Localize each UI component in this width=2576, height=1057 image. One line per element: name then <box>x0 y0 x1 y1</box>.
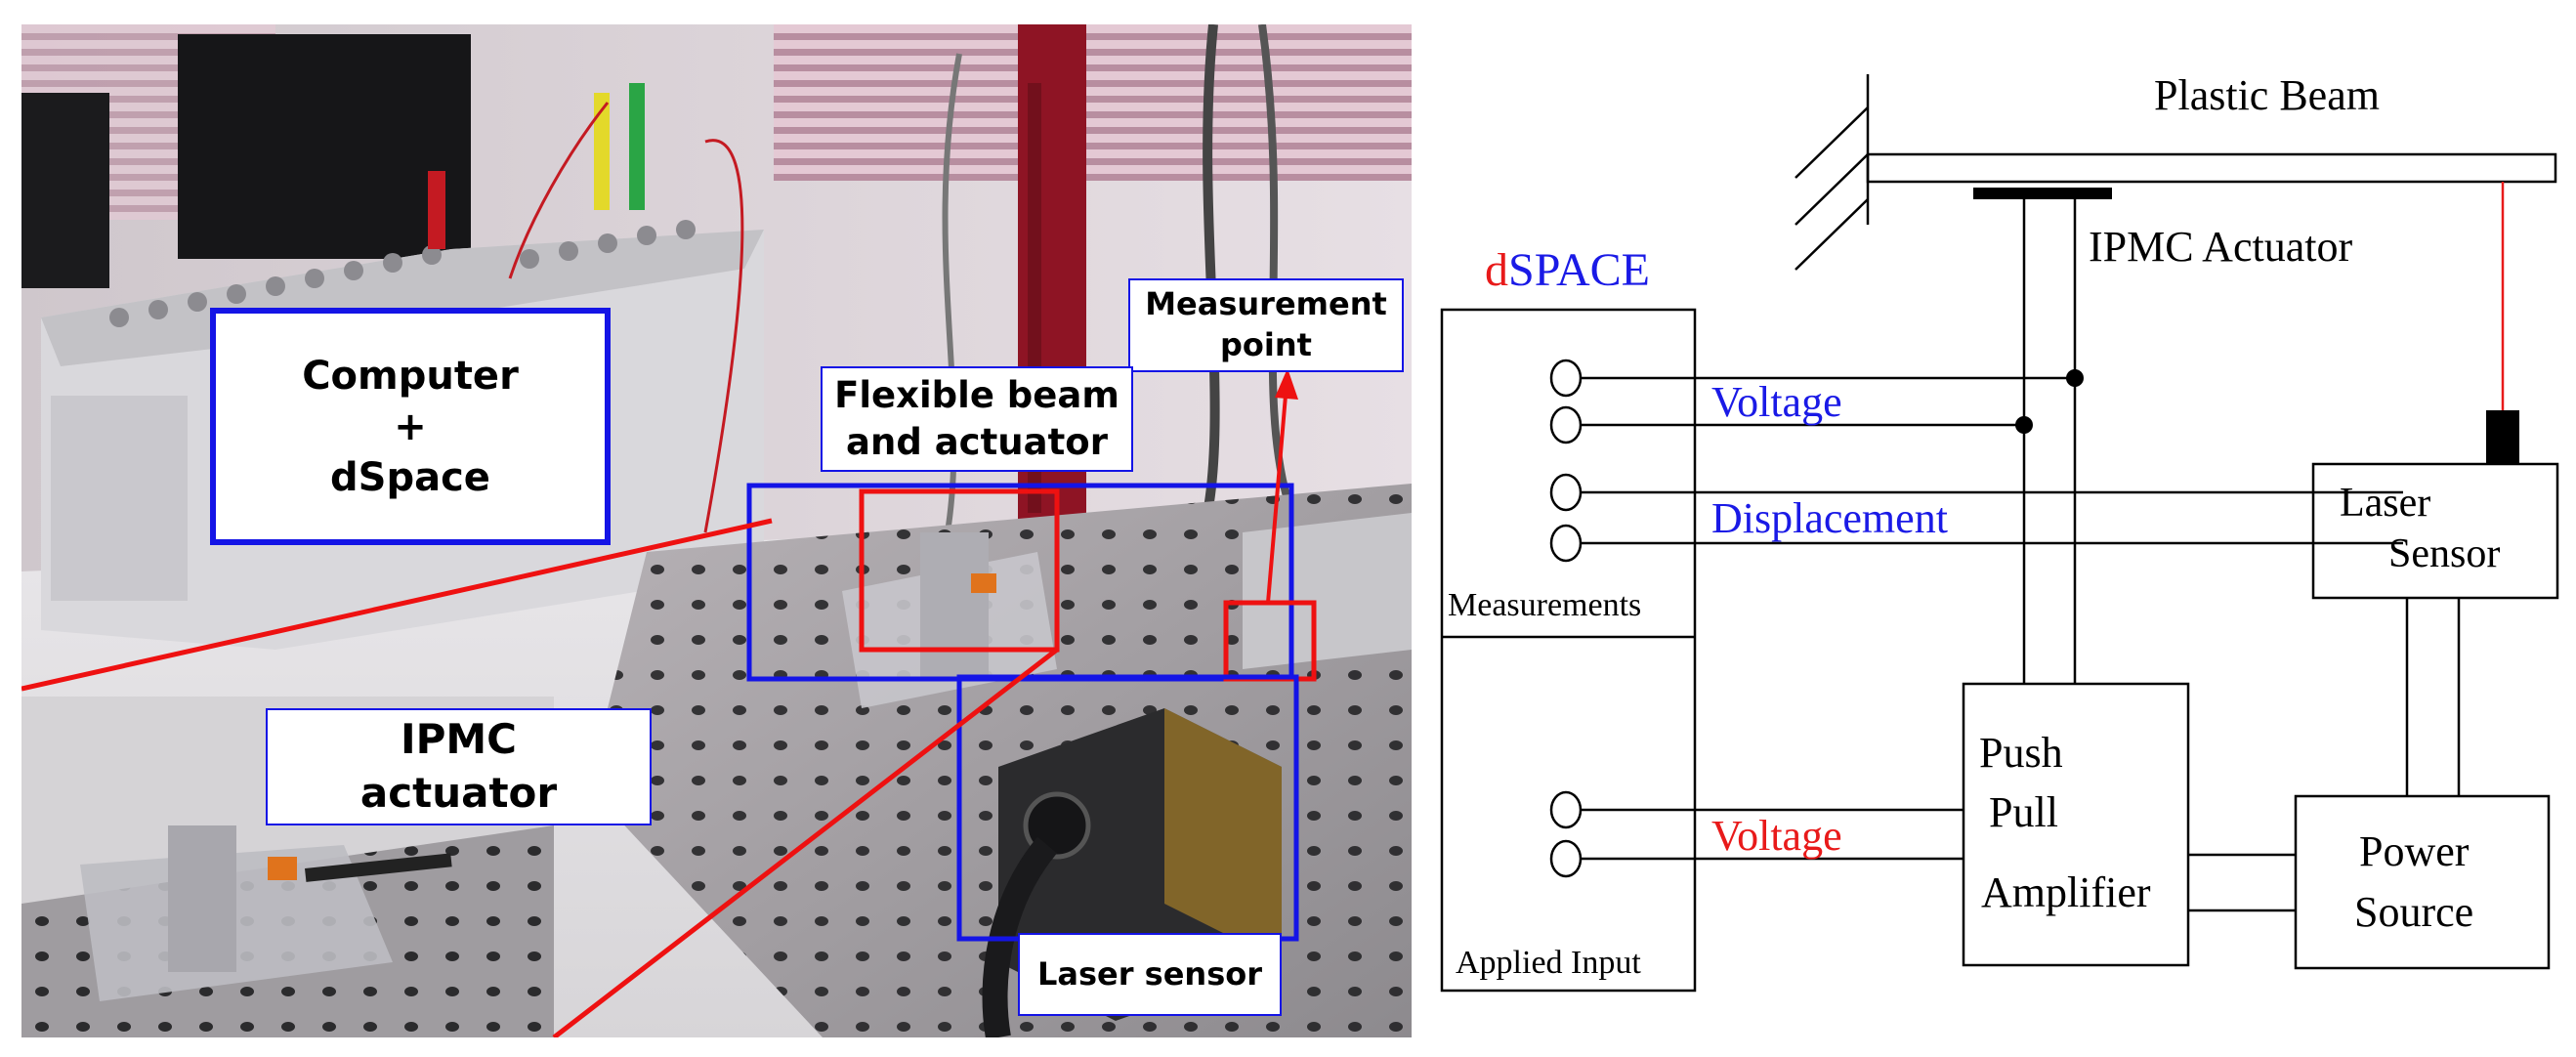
dspace-title-d: d <box>1485 244 1508 296</box>
monitor <box>178 34 471 259</box>
green-plug <box>629 83 645 210</box>
laser-sensor-box <box>2311 462 2559 600</box>
ipmc-actuator-label: IPMC actuator <box>266 708 652 825</box>
flexible-beam-label: Flexible beam and actuator <box>821 366 1133 472</box>
measurement-arrow <box>1266 383 1288 604</box>
plastic-beam-label: Plastic Beam <box>2154 71 2380 119</box>
junction-dot <box>2015 416 2033 434</box>
laser-sensor-line2: Sensor <box>2388 531 2500 576</box>
system-schematic: Plastic Beam IPMC Actuator dSPACE Measur… <box>1426 0 2576 1057</box>
ipmc-actuator-bar <box>1973 188 2112 199</box>
zoom-line-top <box>21 518 773 692</box>
dspace-title-space: SPACE <box>1508 244 1650 296</box>
dspace-vent <box>51 396 188 601</box>
schematic-diagram: Plastic Beam IPMC Actuator dSPACE Measur… <box>1440 71 2559 993</box>
dspace-box <box>1440 308 1697 993</box>
voltage-measure-label: Voltage <box>1711 378 1842 426</box>
laser-sensor-line1: Laser <box>2340 481 2430 526</box>
applied-input-label: Applied Input <box>1456 945 1641 981</box>
amplifier-line3: Amplifier <box>1981 868 2151 916</box>
wall-hatch <box>1795 106 1869 271</box>
laser-head <box>2486 410 2519 464</box>
yellow-plug <box>594 93 610 210</box>
computer-dspace-label: Computer + dSpace <box>210 308 611 545</box>
measurement-point-label: Measurement point <box>1128 278 1404 372</box>
plastic-beam <box>1866 152 2557 184</box>
monitor-left <box>21 93 109 288</box>
displacement-label: Displacement <box>1711 494 1948 542</box>
inset-beam <box>305 853 452 882</box>
laser-sensor-label: Laser sensor <box>1018 933 1282 1016</box>
dspace-title: dSPACE <box>1485 244 1650 296</box>
ipmc-highlight-box <box>859 488 1060 653</box>
voltage-input-label: Voltage <box>1711 812 1842 860</box>
measurements-label: Measurements <box>1448 587 1641 623</box>
bnc-connectors <box>109 220 696 327</box>
ipmc-clamp <box>971 573 996 593</box>
power-source-line1: Power <box>2359 827 2470 875</box>
zoom-line-bottom <box>552 648 1059 1037</box>
red-plug <box>428 171 445 249</box>
amplifier-line1: Push <box>1979 729 2063 777</box>
wires <box>1581 195 2461 912</box>
power-source-box <box>2294 794 2551 970</box>
window-blinds <box>774 24 1412 181</box>
power-source-line2: Source <box>2354 888 2473 936</box>
sensor-cable <box>982 836 1058 1037</box>
amplifier-line2: Pull <box>1989 788 2058 836</box>
lab-setup-photo: Computer + dSpace Measurement point Flex… <box>21 24 1412 1037</box>
rail <box>1243 513 1412 669</box>
measurement-arrowhead <box>1275 368 1298 400</box>
junction-dot <box>2066 369 2084 387</box>
amplifier-box <box>1962 682 2190 967</box>
ipmc-actuator-label: IPMC Actuator <box>2089 223 2352 271</box>
